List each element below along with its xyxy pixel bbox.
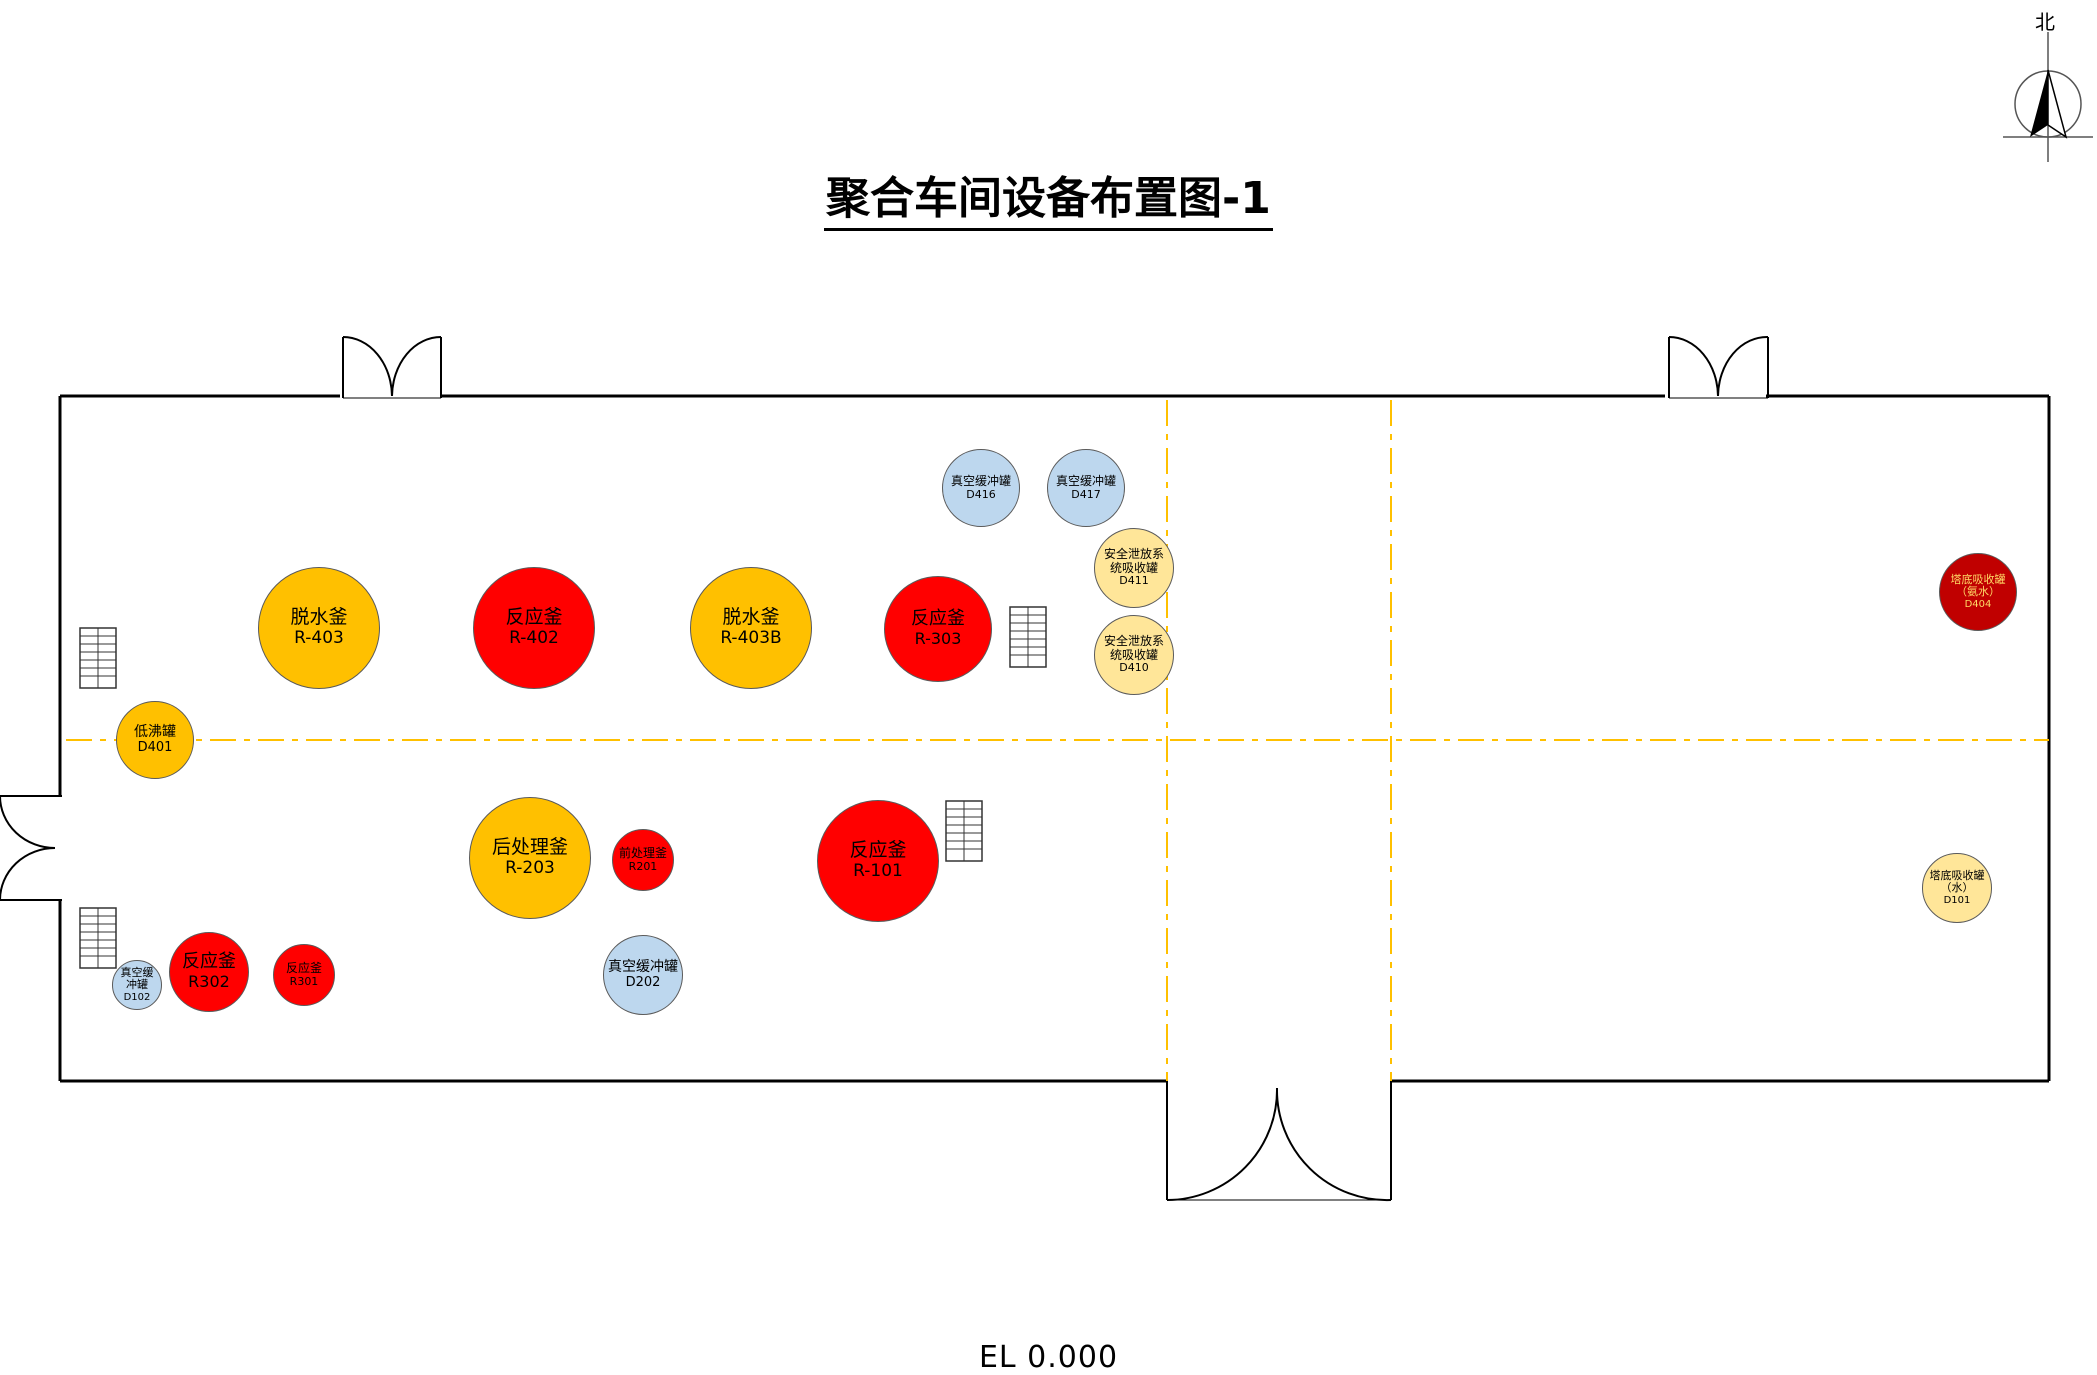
north-label: 北 — [2035, 10, 2055, 34]
vessel-tag: D417 — [1071, 487, 1101, 501]
vessel-tag: R-203 — [505, 858, 555, 879]
door-west — [0, 795, 62, 901]
vessel-name: 脱水釜 — [290, 606, 348, 629]
vessel-name: 真空缓冲罐 — [120, 965, 154, 992]
vessel-d102[interactable]: 真空缓冲罐 D102 — [112, 960, 162, 1010]
vessel-name: 安全泄放系统吸收罐 — [1103, 633, 1164, 662]
vessel-name: 脱水釜 — [722, 606, 780, 629]
stair-1 — [79, 627, 117, 689]
vessel-tag: R-403B — [720, 628, 782, 649]
vessel-tag: R302 — [188, 972, 230, 992]
stair-4 — [79, 907, 117, 969]
vessel-r-101[interactable]: 反应釜 R-101 — [817, 800, 939, 922]
vessel-tag: R-303 — [914, 629, 962, 649]
vessel-tag: D410 — [1119, 661, 1149, 675]
vessel-name: 反应釜 — [182, 951, 236, 973]
vessel-tag: D202 — [625, 974, 661, 990]
vessel-d417[interactable]: 真空缓冲罐 D417 — [1047, 449, 1125, 527]
axis-lines — [66, 400, 2049, 1081]
vessel-tag: D416 — [966, 487, 996, 501]
vessel-tag: R-101 — [853, 861, 903, 882]
vessel-r-402[interactable]: 反应釜 R-402 — [473, 567, 595, 689]
elevation-label: EL 0.000 — [978, 1340, 1119, 1375]
vessel-d411[interactable]: 安全泄放系统吸收罐 D411 — [1094, 528, 1174, 608]
door-north-right — [1668, 335, 1769, 399]
vessel-name: 真空缓冲罐 — [950, 473, 1011, 488]
vessel-d410[interactable]: 安全泄放系统吸收罐 D410 — [1094, 615, 1174, 695]
vessel-r301[interactable]: 反应釜 R301 — [273, 944, 335, 1006]
vessel-name: 反应釜 — [505, 606, 563, 629]
drawing-title: 聚合车间设备布置图-1 — [0, 162, 2097, 231]
vessel-name: 塔底吸收罐（氨水） — [1950, 572, 2006, 599]
vessel-r201[interactable]: 前处理釜 R201 — [612, 829, 674, 891]
vessel-r302[interactable]: 反应釜 R302 — [169, 932, 249, 1012]
vessel-d202[interactable]: 真空缓冲罐 D202 — [603, 935, 683, 1015]
vessel-tag: R-403 — [294, 628, 344, 649]
vessel-d404[interactable]: 塔底吸收罐（氨水） D404 — [1939, 553, 2017, 631]
vessel-name: 真空缓冲罐 — [1055, 473, 1116, 488]
vessel-name: 低沸罐 — [134, 724, 176, 741]
vessel-name: 前处理釜 — [618, 845, 667, 860]
vessel-name: 反应釜 — [285, 960, 322, 975]
vessel-name: 安全泄放系统吸收罐 — [1103, 546, 1164, 575]
vessel-r-303[interactable]: 反应釜 R-303 — [884, 576, 992, 682]
vessel-tag: D101 — [1943, 894, 1971, 906]
door-south — [1166, 1081, 1392, 1202]
vessel-tag: R301 — [289, 974, 319, 988]
vessel-tag: R201 — [628, 859, 658, 873]
stair-2 — [1009, 606, 1047, 668]
stair-3 — [945, 800, 983, 862]
vessel-d401[interactable]: 低沸罐 D401 — [116, 701, 194, 779]
building-walls — [58, 394, 2051, 1083]
vessel-name: 后处理釜 — [491, 836, 568, 859]
vessel-name: 反应釜 — [849, 839, 907, 862]
vessel-r-203[interactable]: 后处理釜 R-203 — [469, 797, 591, 919]
vessel-d416[interactable]: 真空缓冲罐 D416 — [942, 449, 1020, 527]
vessel-tag: D404 — [1964, 598, 1992, 610]
vessel-r-403[interactable]: 脱水釜 R-403 — [258, 567, 380, 689]
vessel-r-403b[interactable]: 脱水釜 R-403B — [690, 567, 812, 689]
north-arrow-icon — [2003, 32, 2093, 162]
vessel-tag: D411 — [1119, 574, 1149, 588]
vessel-name: 反应釜 — [911, 608, 965, 630]
door-north-left — [342, 336, 442, 399]
vessel-d101[interactable]: 塔底吸收罐（水） D101 — [1922, 853, 1992, 923]
vessel-name: 真空缓冲罐 — [608, 959, 678, 976]
vessel-tag: D401 — [137, 739, 173, 755]
vessel-tag: R-402 — [509, 628, 559, 649]
vessel-tag: D102 — [123, 991, 151, 1003]
drawing-title-text: 聚合车间设备布置图-1 — [824, 173, 1273, 231]
vessel-name: 塔底吸收罐（水） — [1929, 868, 1985, 895]
